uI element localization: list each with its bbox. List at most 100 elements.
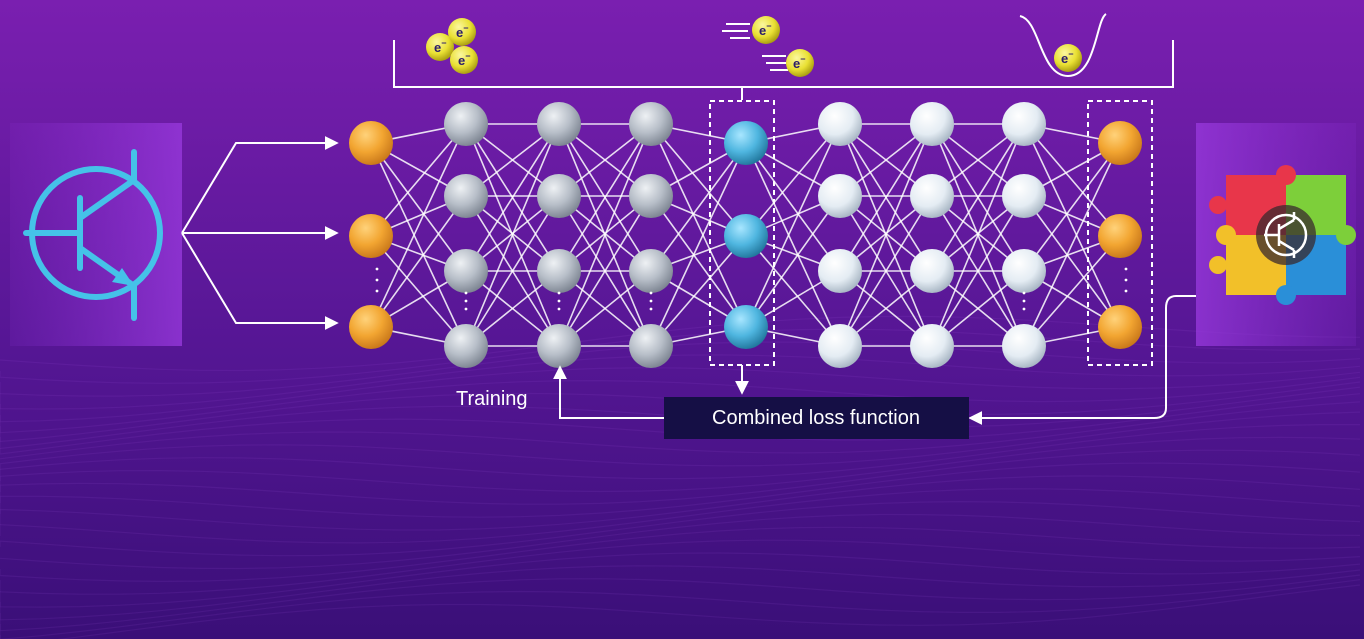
network-edge bbox=[839, 123, 933, 272]
network-edge bbox=[931, 195, 1025, 347]
moving-electrons-icon: e− e− bbox=[722, 16, 814, 77]
network-edge bbox=[931, 123, 1025, 347]
ellipsis-dot bbox=[649, 299, 653, 303]
wave-line bbox=[0, 565, 1361, 621]
network-edge bbox=[370, 142, 467, 347]
input-arrows bbox=[181, 136, 339, 330]
wave-line bbox=[0, 424, 1360, 481]
ellipsis-dot bbox=[464, 291, 468, 295]
wave-line bbox=[0, 381, 1361, 443]
network-edge bbox=[370, 123, 467, 237]
ellipsis-dot bbox=[649, 291, 653, 295]
hidden-grey-node bbox=[444, 249, 488, 293]
output-node bbox=[1098, 214, 1142, 258]
ellipsis-dot bbox=[557, 291, 561, 295]
hidden-light-node bbox=[910, 324, 954, 368]
hidden-light-node bbox=[1002, 324, 1046, 368]
ellipsis-dot bbox=[649, 307, 653, 311]
network-edge bbox=[370, 123, 467, 328]
network-edge bbox=[1023, 123, 1121, 328]
wave-line bbox=[0, 475, 1361, 531]
network-edge bbox=[650, 195, 747, 328]
background-waves bbox=[0, 315, 1361, 639]
input-node bbox=[349, 121, 393, 165]
training-label: Training bbox=[456, 388, 528, 410]
hidden-grey-node bbox=[629, 324, 673, 368]
network-edge bbox=[370, 235, 467, 347]
ellipsis-dot bbox=[375, 289, 379, 293]
latent-node bbox=[724, 305, 768, 349]
feedback-arrows bbox=[553, 295, 1196, 425]
hidden-light-node bbox=[818, 324, 862, 368]
hidden-grey-node bbox=[629, 249, 673, 293]
ellipsis-dot bbox=[557, 307, 561, 311]
ellipsis-dot bbox=[1022, 307, 1026, 311]
network-edge bbox=[465, 123, 560, 347]
network-edge bbox=[1023, 142, 1121, 272]
wave-line bbox=[0, 488, 1361, 544]
hidden-light-node bbox=[818, 249, 862, 293]
hidden-grey-node bbox=[444, 102, 488, 146]
wave-line bbox=[0, 574, 1361, 632]
ellipsis-dot bbox=[557, 299, 561, 303]
network-edge bbox=[745, 195, 841, 328]
network-edge bbox=[650, 142, 747, 272]
network-edge bbox=[558, 123, 652, 272]
ellipsis-dot bbox=[1022, 291, 1026, 295]
network-edge bbox=[745, 123, 841, 237]
wave-line bbox=[0, 579, 1361, 639]
hidden-light-node bbox=[818, 102, 862, 146]
wave-line bbox=[0, 393, 1361, 455]
hidden-grey-node bbox=[444, 324, 488, 368]
potential-well-icon: e− bbox=[1019, 13, 1107, 78]
output-layer-box bbox=[1087, 100, 1153, 366]
hidden-light-node bbox=[910, 249, 954, 293]
ellipsis-dot bbox=[464, 307, 468, 311]
wave-line bbox=[0, 376, 1361, 434]
network-edge bbox=[745, 235, 841, 347]
ellipsis-dot bbox=[375, 278, 379, 282]
electron-cluster-icon: e− e− e− bbox=[426, 18, 478, 74]
wave-line bbox=[0, 462, 1361, 518]
wave-line bbox=[0, 584, 1361, 639]
transistor-icon bbox=[10, 123, 182, 346]
hidden-light-node bbox=[1002, 174, 1046, 218]
hidden-grey-node bbox=[537, 249, 581, 293]
hidden-grey-node bbox=[629, 102, 673, 146]
network-edge bbox=[839, 195, 933, 347]
hidden-grey-node bbox=[537, 324, 581, 368]
latent-node bbox=[724, 214, 768, 258]
wave-line bbox=[0, 539, 1361, 595]
wave-line bbox=[0, 449, 1361, 505]
network-edge bbox=[1023, 195, 1121, 328]
wave-line bbox=[0, 401, 1361, 460]
layer-ellipses bbox=[375, 267, 1128, 311]
network-edge bbox=[370, 142, 467, 272]
hidden-light-node bbox=[910, 174, 954, 218]
wave-line bbox=[0, 552, 1361, 608]
hidden-grey-node bbox=[629, 174, 673, 218]
wave-line bbox=[0, 367, 1361, 423]
hidden-light-node bbox=[818, 174, 862, 218]
hidden-light-node bbox=[1002, 102, 1046, 146]
network-edge bbox=[839, 123, 933, 347]
network-edge bbox=[1023, 123, 1121, 237]
wave-line bbox=[0, 386, 1361, 450]
loss-function-box: Combined loss function bbox=[664, 397, 969, 439]
network-edge bbox=[650, 235, 747, 347]
hidden-light-node bbox=[1002, 249, 1046, 293]
wave-line bbox=[0, 526, 1361, 583]
ellipsis-dot bbox=[1124, 278, 1128, 282]
ellipsis-dot bbox=[1124, 289, 1128, 293]
hidden-grey-node bbox=[537, 174, 581, 218]
network-edge bbox=[1023, 142, 1121, 347]
input-node bbox=[349, 305, 393, 349]
puzzle-transistor-icon bbox=[1196, 123, 1356, 346]
network-edge bbox=[558, 195, 652, 347]
ellipsis-dot bbox=[1124, 267, 1128, 271]
wave-line bbox=[0, 411, 1361, 470]
ellipsis-dot bbox=[464, 299, 468, 303]
network-edge bbox=[745, 142, 841, 347]
